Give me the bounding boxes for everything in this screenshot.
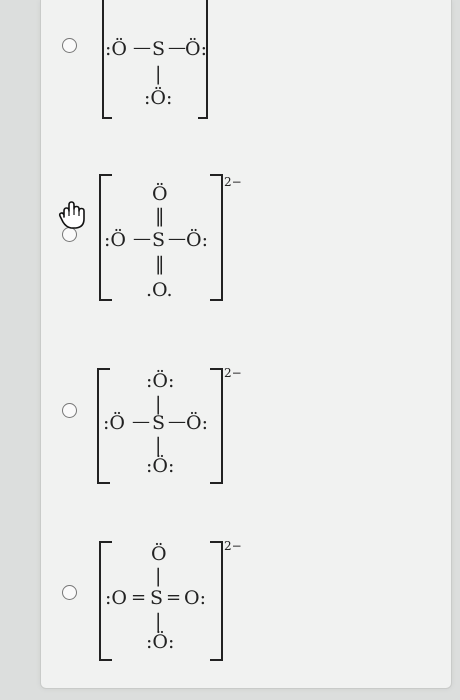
option-c-right-atom: Ö: xyxy=(186,411,208,434)
option-d-right-atom: O: xyxy=(184,587,206,609)
answer-panel xyxy=(40,0,452,689)
option-b-right-bracket xyxy=(210,174,223,301)
option-c-bottom-atom: :Ö: xyxy=(146,454,174,477)
option-c-charge: 2− xyxy=(224,366,242,380)
option-d-structure: 2− Ö | :O = S = O: | :Ö: xyxy=(99,539,242,661)
option-d-center-atom: S xyxy=(150,587,163,609)
option-a[interactable]: :Ö — S — Ö: | :Ö: xyxy=(0,0,460,140)
option-b-right-atom: Ö: xyxy=(186,228,208,251)
option-a-left-atom: :Ö xyxy=(105,37,127,60)
option-c-right-bracket xyxy=(210,368,223,484)
option-b-left-atom: :Ö xyxy=(104,228,126,251)
option-a-center-atom: S xyxy=(152,38,165,60)
option-d-left-bond: = xyxy=(131,587,146,608)
hand-pointer-icon xyxy=(56,197,90,231)
option-b-top-bond: ‖ xyxy=(155,205,165,227)
option-b-charge: 2− xyxy=(224,175,242,189)
option-d-left-atom: :O xyxy=(105,587,127,609)
option-a-bottom-bond: | xyxy=(155,63,161,85)
option-c-radio[interactable] xyxy=(62,403,77,418)
option-a-structure: :Ö — S — Ö: | :Ö: xyxy=(102,0,208,119)
option-d[interactable]: 2− Ö | :O = S = O: | :Ö: xyxy=(0,530,460,680)
option-a-right-bond: — xyxy=(168,37,186,58)
option-b-top-atom: Ö xyxy=(152,182,168,205)
option-b-center-atom: S xyxy=(152,229,165,251)
option-a-bottom-atom: :Ö: xyxy=(144,86,172,109)
option-a-radio[interactable] xyxy=(62,38,77,53)
option-b-structure: 2− Ö ‖ :Ö — S — Ö: ‖ .O. xyxy=(99,174,242,301)
option-d-left-bracket xyxy=(99,541,112,661)
option-d-radio[interactable] xyxy=(62,585,77,600)
option-c-bottom-bond: | xyxy=(155,434,161,456)
option-d-charge: 2− xyxy=(224,539,242,553)
option-c-right-bond: — xyxy=(168,411,186,432)
option-b-bottom-atom: .O. xyxy=(146,279,173,301)
option-b-left-bracket xyxy=(99,174,112,301)
option-d-bottom-bond: | xyxy=(155,610,161,632)
option-a-left-bond: — xyxy=(133,37,151,58)
option-c-left-atom: :Ö xyxy=(103,411,125,434)
option-a-right-bracket xyxy=(198,0,208,119)
option-d-right-bracket xyxy=(210,541,223,661)
option-c-center-atom: S xyxy=(152,412,165,434)
option-c-top-bond: | xyxy=(155,393,161,415)
option-c-structure: 2− :Ö: | :Ö — S — Ö: | :Ö: xyxy=(97,366,242,484)
option-b-bottom-bond: ‖ xyxy=(155,253,165,275)
option-b-right-bond: — xyxy=(168,228,186,249)
option-a-left-bracket xyxy=(102,0,112,119)
option-d-top-atom: Ö xyxy=(151,542,167,565)
option-c-left-bond: — xyxy=(132,411,150,432)
option-a-right-atom: Ö: xyxy=(185,37,207,60)
option-d-top-bond: | xyxy=(155,565,161,587)
option-c-top-atom: :Ö: xyxy=(146,369,174,392)
option-d-right-bond: = xyxy=(166,587,181,608)
option-b[interactable]: 2− Ö ‖ :Ö — S — Ö: ‖ .O. xyxy=(0,160,460,320)
option-c[interactable]: 2− :Ö: | :Ö — S — Ö: | :Ö: xyxy=(0,355,460,505)
option-b-left-bond: — xyxy=(133,228,151,249)
option-d-bottom-atom: :Ö: xyxy=(146,630,174,653)
option-c-left-bracket xyxy=(97,368,110,484)
